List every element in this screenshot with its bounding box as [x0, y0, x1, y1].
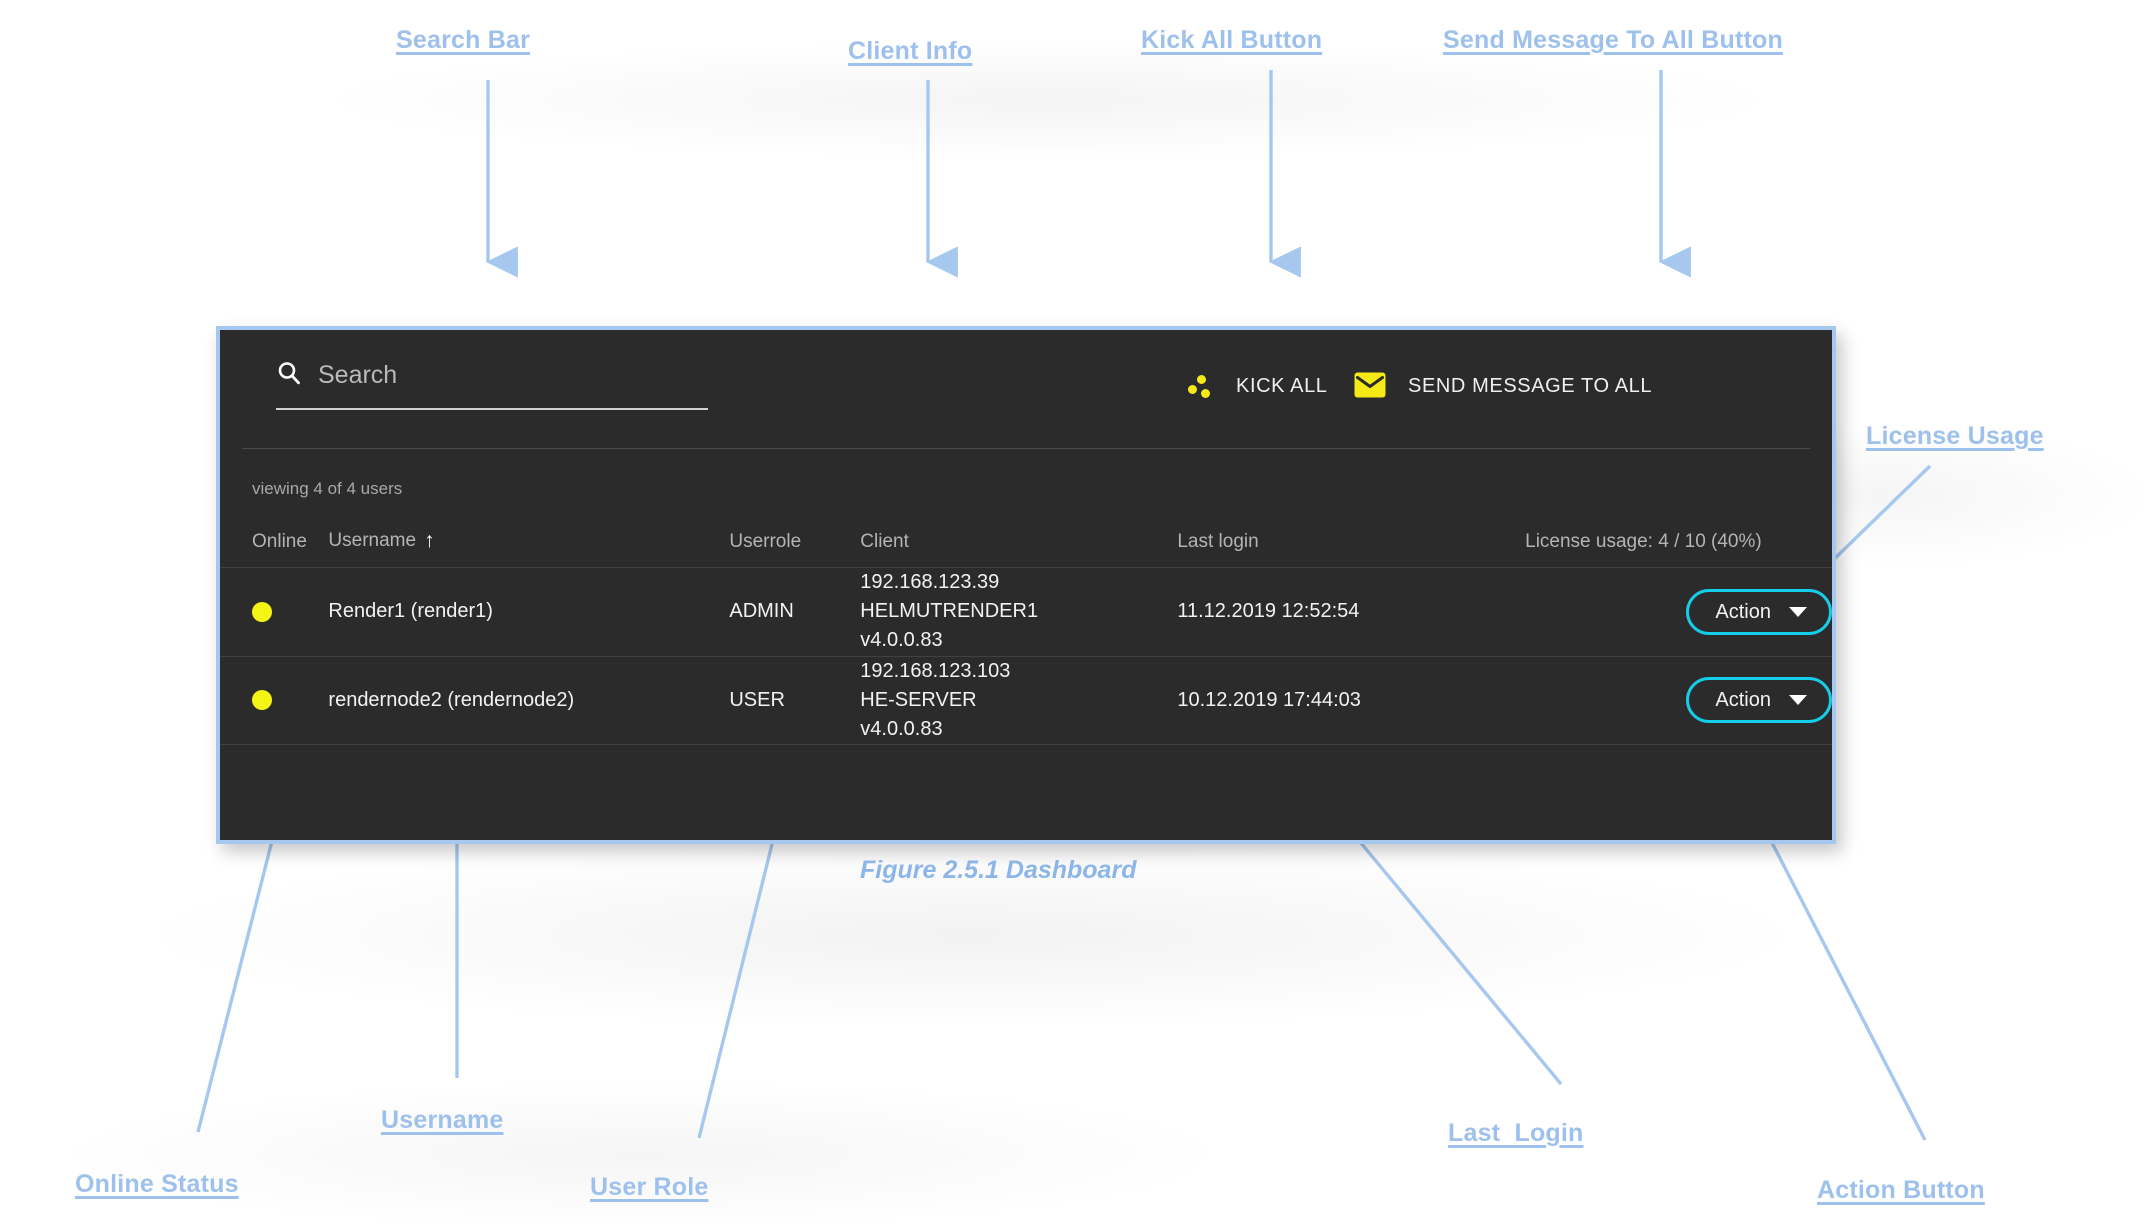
online-status-dot-icon	[252, 601, 272, 622]
column-header-userrole[interactable]: Userrole	[729, 531, 802, 552]
online-status-cell	[220, 568, 328, 657]
online-status-dot-icon	[252, 690, 272, 711]
online-status-cell	[220, 656, 328, 745]
username-cell: Render1 (render1)	[328, 600, 493, 623]
column-header-last-login[interactable]: Last login	[1177, 531, 1259, 552]
figure-caption: Figure 2.5.1 Dashboard	[860, 856, 1137, 884]
background-bloom	[300, 40, 1800, 160]
action-cell: Action	[1525, 656, 1832, 745]
action-cell: Action	[1525, 568, 1832, 657]
kick-all-label: KICK ALL	[1236, 374, 1328, 397]
annotation-label-user-role: User Role	[590, 1173, 709, 1201]
envelope-icon	[1354, 372, 1386, 401]
viewing-count: viewing 4 of 4 users	[252, 479, 403, 498]
search-bar[interactable]	[276, 360, 708, 410]
arrow-user-role	[697, 777, 785, 1139]
annotation-label-kick-all: Kick All Button	[1141, 26, 1323, 54]
username-cell: rendernode2 (rendernode2)	[328, 688, 575, 711]
client-version: v4.0.0.83	[860, 629, 943, 652]
annotation-label-search-bar: Search Bar	[396, 26, 531, 54]
action-button[interactable]: Action	[1686, 677, 1832, 724]
kick-all-button[interactable]: KICK ALL	[1180, 368, 1334, 404]
client-info-cell: 192.168.123.103 HE-SERVER v4.0.0.83	[860, 656, 1177, 745]
table-row[interactable]: rendernode2 (rendernode2) USER 192.168.1…	[220, 656, 1832, 745]
arrow-action-button	[1716, 799, 1927, 1141]
column-header-username-label: Username	[328, 530, 417, 551]
send-message-to-all-button[interactable]: SEND MESSAGE TO ALL	[1348, 368, 1658, 405]
table-row[interactable]: Render1 (render1) ADMIN 192.168.123.39 H…	[220, 567, 1832, 657]
action-button[interactable]: Action	[1686, 588, 1832, 635]
dashboard-panel: KICK ALL SEND MESSAGE TO ALL viewing 4 o…	[216, 326, 1836, 844]
annotation-label-send-message-all: Send Message To All Button	[1443, 26, 1783, 54]
last-login-cell: 11.12.2019 12:52:54	[1177, 600, 1360, 623]
userrole-cell: ADMIN	[729, 600, 794, 623]
kick-dots-icon	[1186, 372, 1214, 400]
users-table: Online Username ↑ Userrole Client Last lo…	[220, 523, 1832, 745]
toolbar-divider	[242, 448, 1810, 449]
userrole-cell: USER	[729, 688, 785, 711]
client-ip: 192.168.123.103	[860, 659, 1011, 682]
action-button-label: Action	[1715, 689, 1771, 712]
client-ip: 192.168.123.39	[860, 571, 1000, 593]
client-info-cell: 192.168.123.39 HELMUTRENDER1 v4.0.0.83	[860, 568, 1177, 657]
background-bloom	[40, 1080, 1240, 1224]
client-host: HELMUTRENDER1	[860, 600, 1039, 623]
column-header-username[interactable]: Username ↑	[328, 523, 729, 568]
license-usage-label: License usage: 4 / 10 (40%)	[1525, 531, 1762, 552]
annotation-label-client-info: Client Info	[848, 37, 973, 65]
dashboard-toolbar: KICK ALL SEND MESSAGE TO ALL	[220, 330, 1832, 448]
action-button-label: Action	[1715, 600, 1771, 623]
annotation-label-license-usage: License Usage	[1866, 422, 2044, 450]
annotation-label-online-status: Online Status	[75, 1170, 239, 1198]
table-header-row: Online Username ↑ Userrole Client Last lo…	[220, 523, 1832, 568]
chevron-down-icon	[1789, 606, 1807, 617]
sort-ascending-icon: ↑	[424, 529, 435, 552]
client-version: v4.0.0.83	[860, 717, 943, 740]
annotation-label-action-button: Action Button	[1817, 1176, 1985, 1204]
last-login-cell: 10.12.2019 17:44:03	[1177, 688, 1361, 711]
search-input[interactable]	[318, 361, 708, 390]
search-icon	[276, 360, 302, 391]
annotation-label-last-login: Last Login	[1448, 1119, 1584, 1147]
chevron-down-icon	[1789, 695, 1807, 706]
column-header-online[interactable]: Online	[252, 531, 307, 552]
client-host: HE-SERVER	[860, 688, 977, 711]
annotation-label-username: Username	[381, 1106, 504, 1134]
send-message-label: SEND MESSAGE TO ALL	[1408, 375, 1653, 397]
column-header-client[interactable]: Client	[860, 531, 909, 552]
